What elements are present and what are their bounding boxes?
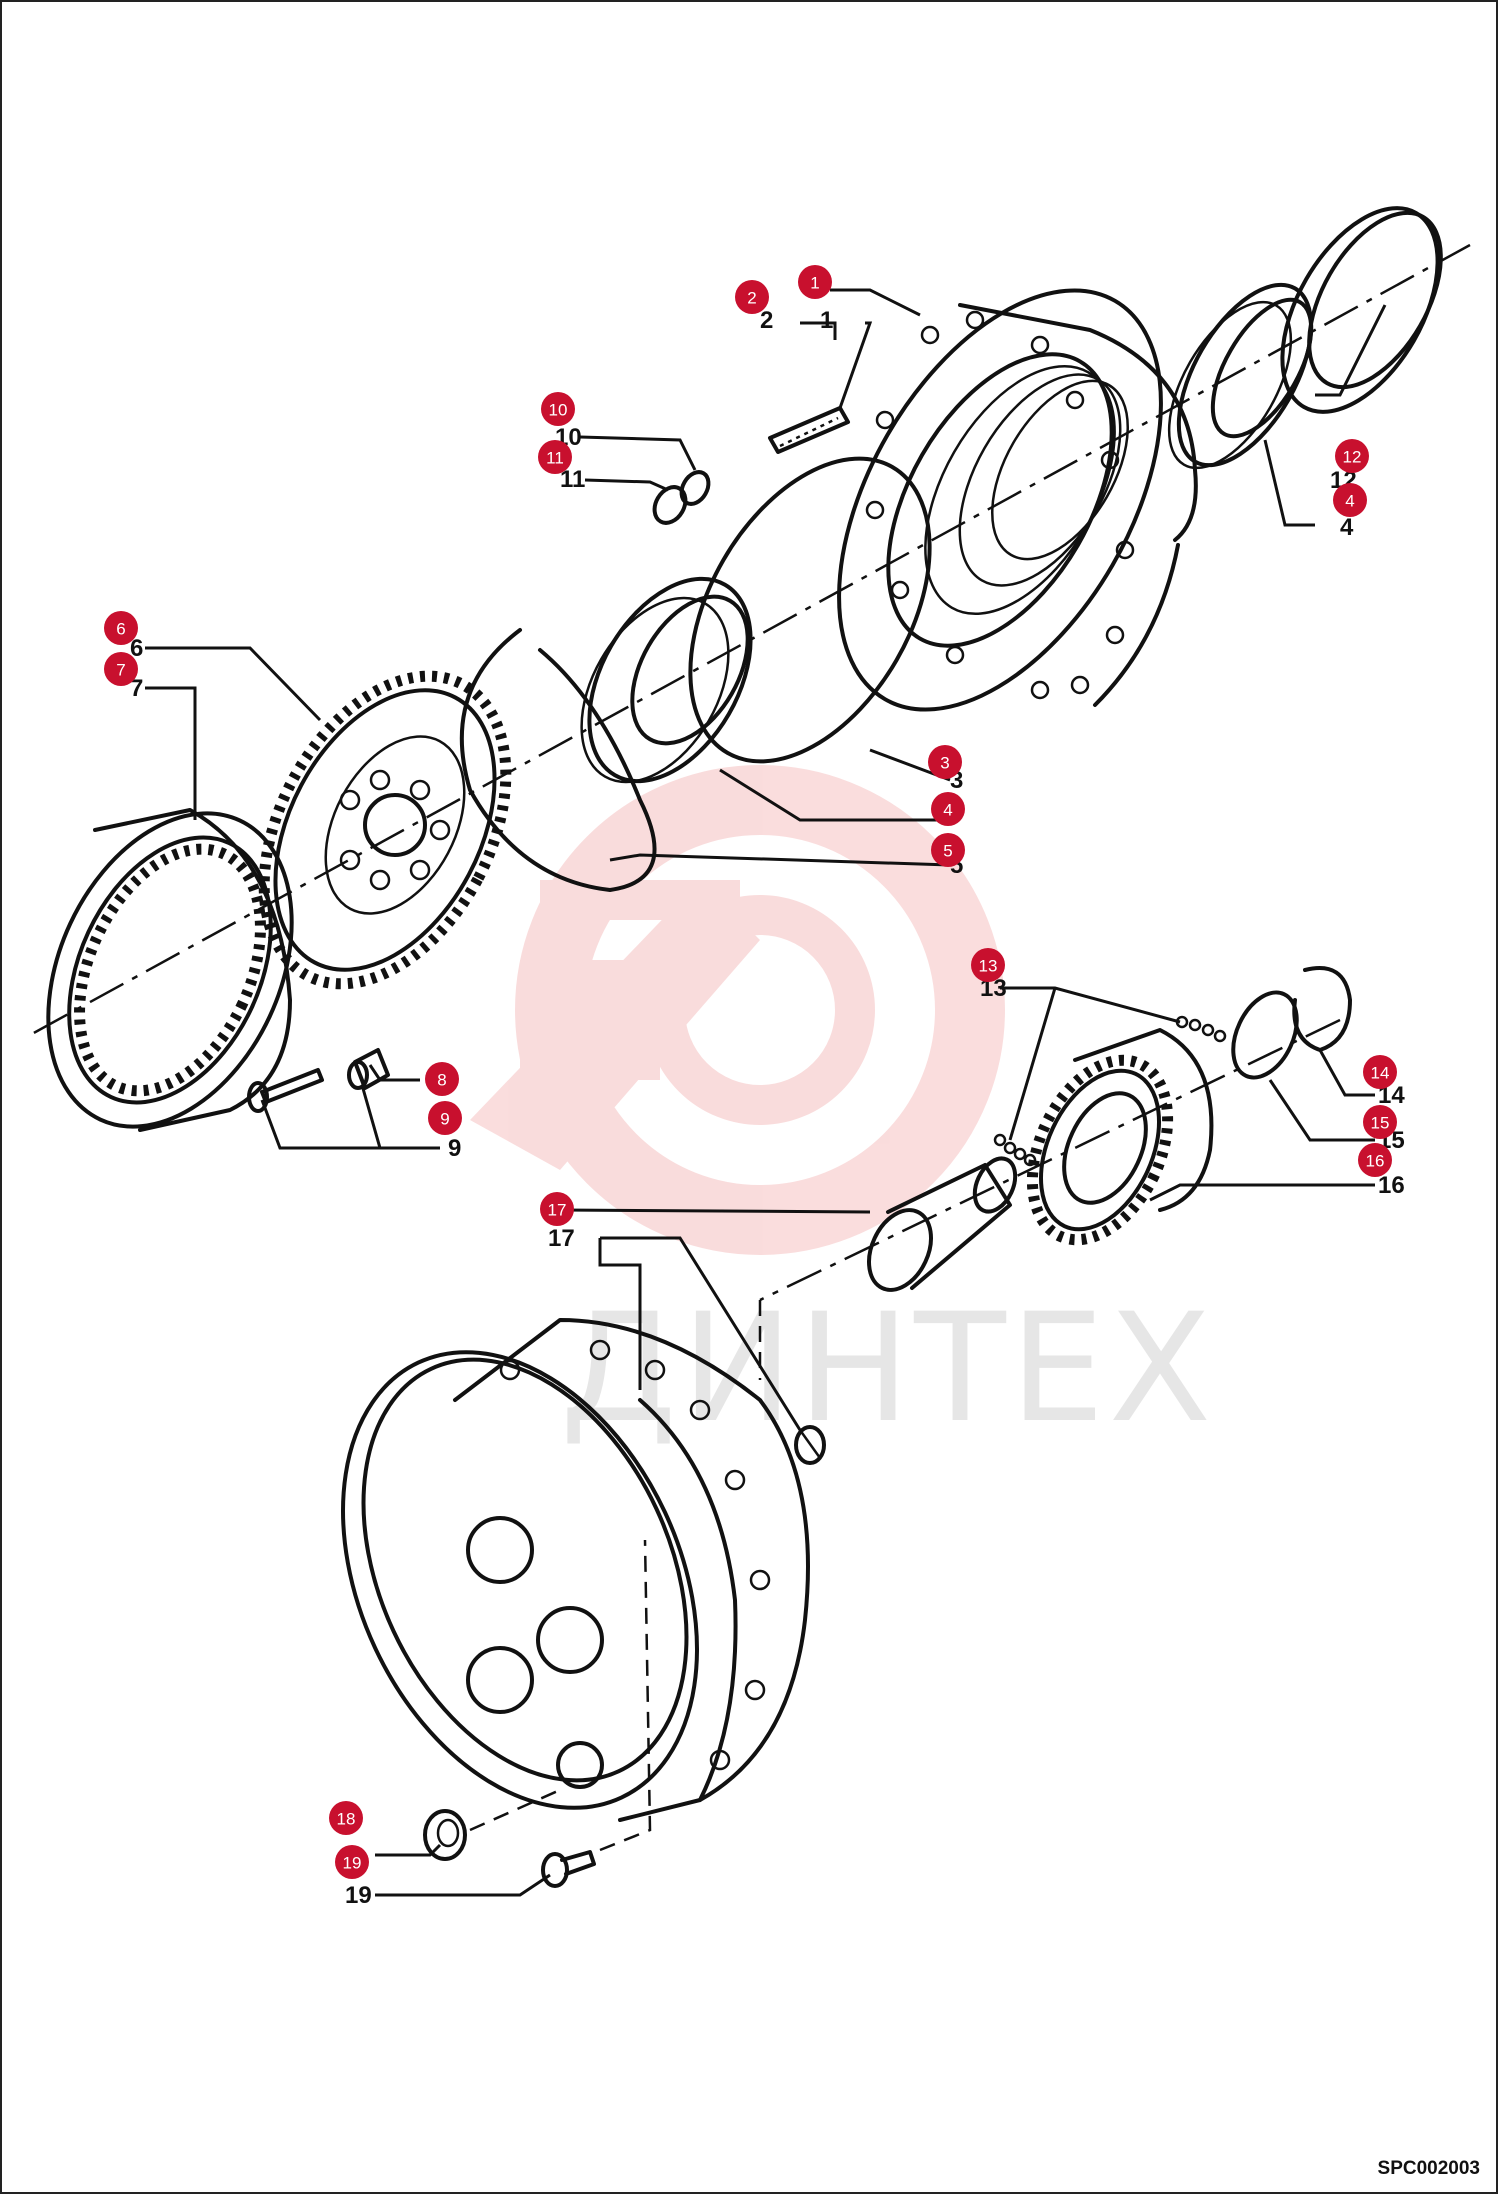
callout-badge-9[interactable]: 9 — [428, 1101, 462, 1135]
o-ring-part-3 — [688, 456, 932, 764]
plain-number: 9 — [448, 1135, 461, 1162]
callout-badge-7[interactable]: 7 — [104, 652, 138, 686]
snap-ring-part-5 — [459, 628, 657, 892]
callout-badge-3[interactable]: 3 — [928, 745, 962, 779]
callout-number: 4 — [1345, 492, 1354, 511]
seal-ring-part-12 — [1280, 206, 1443, 414]
callout-number: 10 — [549, 401, 568, 420]
callout-number: 18 — [337, 1810, 356, 1829]
callout-badge-12[interactable]: 12 — [1335, 439, 1369, 473]
bushing-part-17 — [794, 1425, 826, 1465]
callout-number: 9 — [440, 1110, 449, 1129]
callout-badge-18[interactable]: 18 — [329, 1801, 363, 1835]
callout-badge-5[interactable]: 5 — [931, 833, 965, 867]
screw-part-9 — [247, 1068, 324, 1113]
callout-number: 3 — [940, 754, 949, 773]
diagram-code: SPC002003 — [1377, 2158, 1480, 2179]
callout-badge-8[interactable]: 8 — [425, 1062, 459, 1096]
watermark-text: ДИНТЕХ — [560, 1282, 1215, 1456]
washers-part-10-11 — [652, 470, 711, 525]
callout-number: 19 — [343, 1854, 362, 1873]
pin-part-8 — [347, 1048, 390, 1090]
plain-number: 7 — [130, 675, 143, 702]
plain-number: 17 — [548, 1225, 575, 1252]
needle-rollers-part-13 — [993, 1015, 1227, 1167]
plain-number: 1 — [820, 307, 833, 334]
callout-badge-19[interactable]: 19 — [335, 1845, 369, 1879]
callout-number: 5 — [943, 842, 952, 861]
callout-number: 7 — [116, 661, 125, 680]
ring-gear-part-7 — [46, 808, 294, 1132]
plain-number: 6 — [130, 635, 143, 662]
callout-badge-17[interactable]: 17 — [540, 1192, 574, 1226]
callout-number: 8 — [437, 1071, 446, 1090]
leader-lines — [145, 288, 1387, 1897]
callout-badge-6[interactable]: 6 — [104, 611, 138, 645]
callout-badge-4-right[interactable]: 4 — [1333, 483, 1367, 517]
callout-number: 2 — [747, 289, 756, 308]
callout-badge-11[interactable]: 11 — [538, 440, 572, 474]
callout-badge-1[interactable]: 1 — [798, 265, 832, 299]
planet-housing — [341, 1318, 810, 1822]
plain-number: 19 — [345, 1882, 372, 1909]
callout-number: 17 — [548, 1201, 567, 1220]
stud-part-2 — [768, 406, 850, 454]
planet-gear-part-16 — [1026, 1028, 1214, 1246]
callout-number: 12 — [1343, 448, 1362, 467]
callout-badge-4[interactable]: 4 — [931, 792, 965, 826]
callout-badge-14[interactable]: 14 — [1363, 1055, 1397, 1089]
callout-badges: 1 2 3 4 5 6 7 8 9 10 11 12 4 13 14 15 16… — [104, 265, 1397, 1879]
callout-number: 6 — [116, 620, 125, 639]
bearing-part-4-right — [1167, 282, 1314, 470]
hub-part-1 — [837, 288, 1198, 712]
carrier-gear-part-6 — [258, 670, 512, 990]
watermark-logo — [470, 765, 1005, 1255]
screw-part-19 — [541, 1850, 596, 1888]
bearing-part-4-left — [580, 576, 753, 784]
planet-shaft-part-17 — [867, 1156, 1018, 1292]
callout-number: 4 — [943, 801, 952, 820]
plain-number: 2 — [760, 307, 773, 334]
plain-number: 4 — [1340, 514, 1354, 541]
callout-number: 15 — [1371, 1114, 1390, 1133]
callout-badge-15[interactable]: 15 — [1363, 1105, 1397, 1139]
callout-number: 11 — [546, 449, 564, 468]
callout-badge-10[interactable]: 10 — [541, 392, 575, 426]
plain-number: 16 — [1378, 1172, 1405, 1199]
callout-number: 14 — [1371, 1064, 1390, 1083]
callout-number: 1 — [810, 274, 819, 293]
callout-badge-13[interactable]: 13 — [971, 948, 1005, 982]
callout-number: 13 — [979, 957, 998, 976]
callout-number: 16 — [1366, 1152, 1385, 1171]
callout-badge-2[interactable]: 2 — [735, 280, 769, 314]
thrust-washer-part-15 — [1231, 990, 1299, 1080]
circlip-part-14 — [1292, 966, 1352, 1052]
plug-part-18 — [423, 1809, 467, 1861]
callout-badge-16[interactable]: 16 — [1358, 1143, 1392, 1177]
